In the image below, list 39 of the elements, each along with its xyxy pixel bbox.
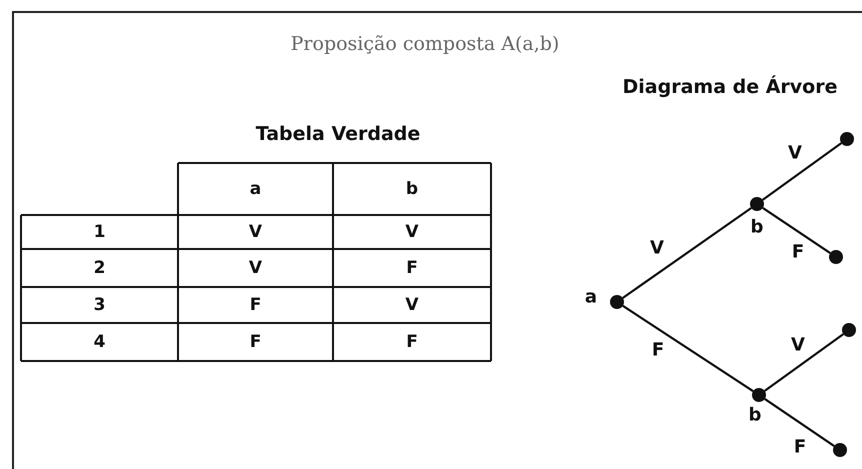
tree-node-dot [829, 250, 843, 264]
node-label: b [750, 216, 764, 238]
edge-label: V [650, 238, 664, 258]
table-cell-text: 3 [92, 294, 106, 317]
edge-label: F [652, 340, 664, 360]
edge-label: V [788, 142, 802, 164]
table-cell-text: 4 [92, 331, 106, 354]
heading: Tabela Verdade [256, 123, 420, 145]
branch-line [622, 207, 752, 299]
title: Proposição composta A(a,b) [290, 33, 560, 55]
heading: Diagrama de Árvore [622, 76, 838, 98]
node-label: a [584, 286, 598, 308]
table-cell-text: F [405, 257, 419, 280]
branch-line [762, 206, 831, 254]
branch-line [762, 142, 842, 201]
table-cell-text: V [248, 257, 264, 280]
edge-label: V [791, 334, 805, 356]
edge-label: F [792, 242, 804, 262]
tree-node-dot [833, 443, 847, 457]
table-cell-text: V [404, 221, 420, 244]
tree-node-dot [610, 295, 624, 309]
branch-line [764, 333, 844, 392]
branch-line [764, 398, 835, 447]
table-cell-text: F [248, 294, 262, 317]
tree-node-dot [750, 197, 764, 211]
tree-node-dot [842, 323, 856, 337]
table-cell-text: F [248, 331, 262, 354]
column-header: b [404, 178, 420, 201]
table-cell-text: 1 [92, 221, 106, 244]
tree-node-dot [752, 388, 766, 402]
node-label: b [748, 404, 762, 426]
edge-label: F [794, 436, 806, 458]
table-cell-text: 2 [92, 257, 106, 280]
table-cell-text: V [248, 221, 264, 244]
table-cell-text: F [405, 331, 419, 354]
table-cell-text: V [404, 294, 420, 317]
column-header: a [248, 178, 262, 201]
tree-node-dot [840, 132, 854, 146]
branch-line [622, 304, 754, 392]
